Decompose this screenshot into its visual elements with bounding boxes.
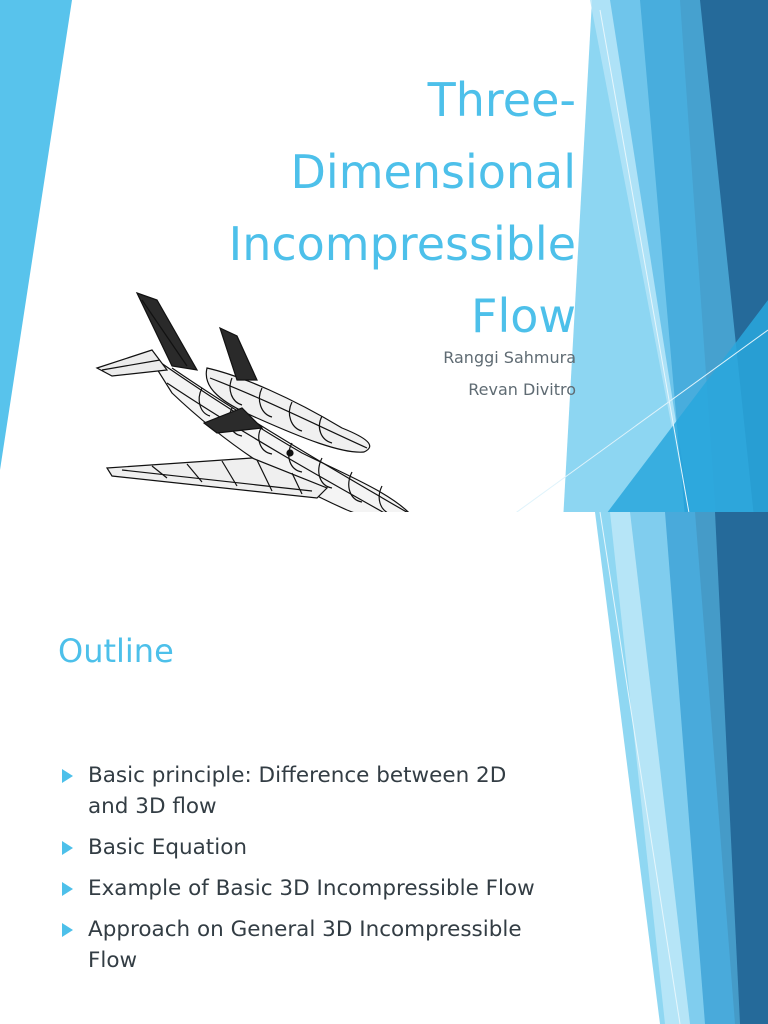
bullet-item: Example of Basic 3D Incompressible Flow: [58, 873, 558, 904]
author-name: Revan Divitro: [468, 380, 576, 399]
author-name: Ranggi Sahmura: [443, 348, 576, 367]
title-line: Flow: [470, 289, 576, 343]
bullet-text-line: Example of Basic 3D Incompressible Flow: [88, 876, 535, 901]
bullet-item: Approach on General 3D Incompressible Fl…: [58, 914, 558, 976]
bullet-list: Basic principle: Difference between 2D a…: [58, 760, 558, 986]
title-line: Incompressible: [228, 217, 576, 271]
author-list: Ranggi Sahmura Revan Divitro: [443, 342, 576, 406]
slide-decoration: [595, 512, 768, 1024]
bullet-arrow-icon: [62, 923, 73, 937]
left-accent-shape: [0, 0, 72, 470]
bullet-text-line: Flow: [88, 948, 138, 973]
bullet-text-line: Basic principle: Difference between 2D: [88, 763, 507, 788]
presentation-title: Three- Dimensional Incompressible Flow: [229, 64, 576, 352]
airplane-wireframe-illustration: [95, 291, 409, 512]
outline-slide: Outline Basic principle: Difference betw…: [0, 512, 768, 1024]
bullet-arrow-icon: [62, 882, 73, 896]
title-line: Dimensional: [290, 145, 576, 199]
bullet-text-line: Basic Equation: [88, 835, 247, 860]
title-slide: Three- Dimensional Incompressible Flow R…: [0, 0, 768, 512]
slide-decoration: [0, 0, 768, 512]
bullet-arrow-icon: [62, 841, 73, 855]
bullet-text-line: and 3D flow: [88, 794, 217, 819]
title-line: Three-: [427, 73, 576, 127]
bullet-arrow-icon: [62, 769, 73, 783]
slide-title: Outline: [58, 632, 174, 670]
bullet-item: Basic principle: Difference between 2D a…: [58, 760, 558, 822]
bullet-text-line: Approach on General 3D Incompressible: [88, 917, 522, 942]
bullet-item: Basic Equation: [58, 832, 558, 863]
